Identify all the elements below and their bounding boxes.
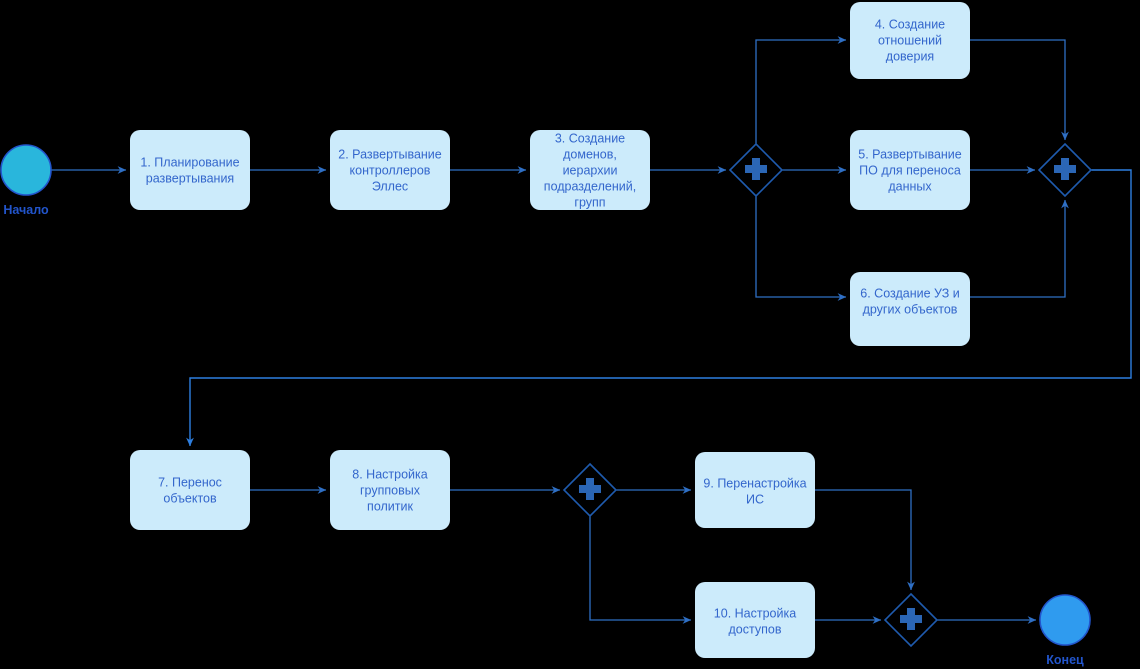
task-5-label-line-1: 5. Развертывание bbox=[858, 147, 962, 161]
task-1-shape[interactable] bbox=[130, 130, 250, 210]
gateway-4-parallel-join[interactable] bbox=[883, 592, 939, 648]
task-nodes: 1. Планирование развертывания 2. Разверт… bbox=[130, 2, 970, 658]
task-10-shape[interactable] bbox=[695, 582, 815, 658]
flow-task6-to-gateway2[interactable] bbox=[970, 199, 1069, 298]
task-1-label-line-2: развертывания bbox=[146, 171, 234, 185]
flow-gateway3-to-task10[interactable] bbox=[589, 516, 692, 624]
task-3-label-line-1: 3. Создание bbox=[555, 131, 625, 145]
gateway-3-plus-icon bbox=[579, 478, 601, 500]
end-event[interactable]: Конец bbox=[1039, 594, 1091, 667]
gateway-3-parallel-split[interactable] bbox=[562, 462, 618, 518]
sequence-flows bbox=[51, 36, 1132, 624]
gateway-3-diamond[interactable] bbox=[562, 462, 618, 518]
task-1-planirovanie-razvertyvaniya[interactable]: 1. Планирование развертывания bbox=[130, 130, 250, 210]
task-9-label-line-2: ИС bbox=[746, 492, 764, 506]
gateway-4-plus-icon bbox=[900, 608, 922, 630]
task-8-shape[interactable] bbox=[330, 450, 450, 530]
end-event-label: Конец bbox=[1046, 653, 1084, 667]
task-3-label-line-2: доменов, bbox=[563, 147, 617, 161]
gateway-1-parallel-split[interactable] bbox=[728, 142, 784, 198]
flow-gateway1-to-task4[interactable] bbox=[755, 36, 847, 144]
flow-gateway1-to-task6[interactable] bbox=[755, 196, 847, 301]
task-3-label-line-4: подразделений, bbox=[544, 179, 636, 193]
task-9-shape[interactable] bbox=[695, 452, 815, 528]
flow-task4-to-gateway2[interactable] bbox=[970, 39, 1069, 141]
task-7-label-line-1: 7. Перенос bbox=[158, 475, 222, 489]
task-2-shape[interactable] bbox=[330, 130, 450, 210]
end-event-circle[interactable] bbox=[1039, 594, 1091, 646]
task-6-label-line-1: 6. Создание УЗ и bbox=[860, 286, 959, 300]
task-2-label-line-3: Эллес bbox=[372, 179, 408, 193]
task-2-label-line-1: 2. Развертывание bbox=[338, 147, 442, 161]
task-2-razvertyvanie-kontrollerov[interactable]: 2. Развертывание контроллеров Эллес bbox=[330, 130, 450, 210]
start-event-label: Начало bbox=[3, 203, 49, 217]
task-6-shape[interactable] bbox=[850, 272, 970, 346]
task-2-label-line-2: контроллеров bbox=[350, 163, 431, 177]
task-7-label-line-2: объектов bbox=[163, 491, 217, 505]
gateway-4-diamond[interactable] bbox=[883, 592, 939, 648]
task-6-label-line-2: других объектов bbox=[863, 302, 958, 316]
task-7-perenos-obektov[interactable]: 7. Перенос объектов bbox=[130, 450, 250, 530]
start-event-circle[interactable] bbox=[0, 144, 52, 196]
task-5-razvertyvanie-po[interactable]: 5. Развертывание ПО для переноса данных bbox=[850, 130, 970, 210]
event-nodes: Начало Конец bbox=[0, 144, 1091, 667]
gateway-2-parallel-join[interactable] bbox=[1037, 142, 1093, 198]
task-4-label-line-1: 4. Создание bbox=[875, 17, 945, 31]
task-8-label-line-1: 8. Настройка bbox=[352, 467, 427, 481]
flow-gateway2-to-task7[interactable] bbox=[186, 169, 1132, 447]
task-3-sozdanie-domenov[interactable]: 3. Создание доменов, иерархии подразделе… bbox=[530, 130, 650, 210]
gateway-1-diamond[interactable] bbox=[728, 142, 784, 198]
gateway-2-plus-icon bbox=[1054, 158, 1076, 180]
task-8-nastroyka-gruppovyh-politik[interactable]: 8. Настройка групповых политик bbox=[330, 450, 450, 530]
task-7-shape[interactable] bbox=[130, 450, 250, 530]
task-4-label-line-3: доверия bbox=[886, 49, 934, 63]
task-8-label-line-2: групповых bbox=[360, 483, 421, 497]
task-10-label-line-2: доступов bbox=[729, 622, 782, 636]
task-5-label-line-2: ПО для переноса bbox=[859, 163, 961, 177]
flow-task9-to-gateway4[interactable] bbox=[815, 489, 915, 591]
task-4-sozdanie-otnosheniy-doveriya[interactable]: 4. Создание отношений доверия bbox=[850, 2, 970, 79]
task-9-label-line-1: 9. Перенастройка bbox=[703, 476, 806, 490]
task-3-label-line-5: групп bbox=[574, 195, 605, 209]
gateway-1-plus-icon bbox=[745, 158, 767, 180]
task-3-label-line-3: иерархии bbox=[563, 163, 618, 177]
start-event[interactable]: Начало bbox=[0, 144, 52, 217]
task-4-shape[interactable] bbox=[850, 2, 970, 79]
task-3-shape[interactable] bbox=[530, 130, 650, 210]
gateway-2-diamond[interactable] bbox=[1037, 142, 1093, 198]
task-10-label-line-1: 10. Настройка bbox=[714, 606, 796, 620]
gateway-nodes bbox=[562, 142, 1093, 648]
task-9-perenastroyka-is[interactable]: 9. Перенастройка ИС bbox=[695, 452, 815, 528]
task-5-label-line-3: данных bbox=[888, 179, 932, 193]
task-8-label-line-3: политик bbox=[367, 499, 413, 513]
task-1-label-line-1: 1. Планирование bbox=[140, 155, 239, 169]
task-5-shape[interactable] bbox=[850, 130, 970, 210]
task-6-sozdanie-uz[interactable]: 6. Создание УЗ и других объектов bbox=[850, 272, 970, 346]
task-10-nastroyka-dostupov[interactable]: 10. Настройка доступов bbox=[695, 582, 815, 658]
task-4-label-line-2: отношений bbox=[878, 33, 942, 47]
